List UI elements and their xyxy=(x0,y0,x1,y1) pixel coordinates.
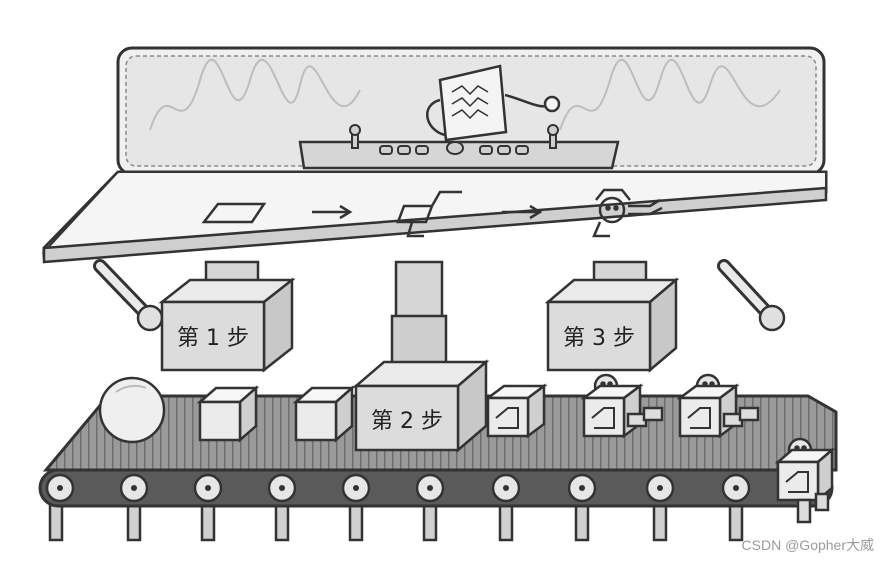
plan-sketches xyxy=(201,188,663,238)
block-1 xyxy=(196,385,260,443)
scribble-left xyxy=(149,58,361,131)
robot-1 xyxy=(580,373,664,439)
sketch-partial-robot-icon xyxy=(396,190,462,238)
step-3-label: 第 3 步 xyxy=(563,326,635,351)
belt-items xyxy=(98,373,836,524)
arrow-icon xyxy=(312,204,353,220)
block-2 xyxy=(292,385,356,443)
watermark: CSDN @Gopher大威 xyxy=(741,537,874,553)
step-1-press: 第 1 步 xyxy=(158,260,296,373)
robot-falling xyxy=(774,437,836,524)
step-3-press: 第 3 步 xyxy=(544,260,680,373)
partial-robot-1 xyxy=(484,383,548,439)
robot-2 xyxy=(676,373,760,439)
step-1-label: 第 1 步 xyxy=(177,326,249,351)
sketch-square-icon xyxy=(201,202,267,224)
sketch-robot-icon xyxy=(592,188,663,238)
step-2-label: 第 2 步 xyxy=(371,409,443,434)
monitor-panel xyxy=(116,46,826,176)
step-2-press: 第 2 步 xyxy=(352,260,490,453)
console-knobs xyxy=(349,124,559,155)
manual-figure-icon xyxy=(426,64,561,142)
raw-sphere xyxy=(98,376,166,444)
scribble-right xyxy=(559,58,781,131)
arrow-icon xyxy=(502,204,543,220)
